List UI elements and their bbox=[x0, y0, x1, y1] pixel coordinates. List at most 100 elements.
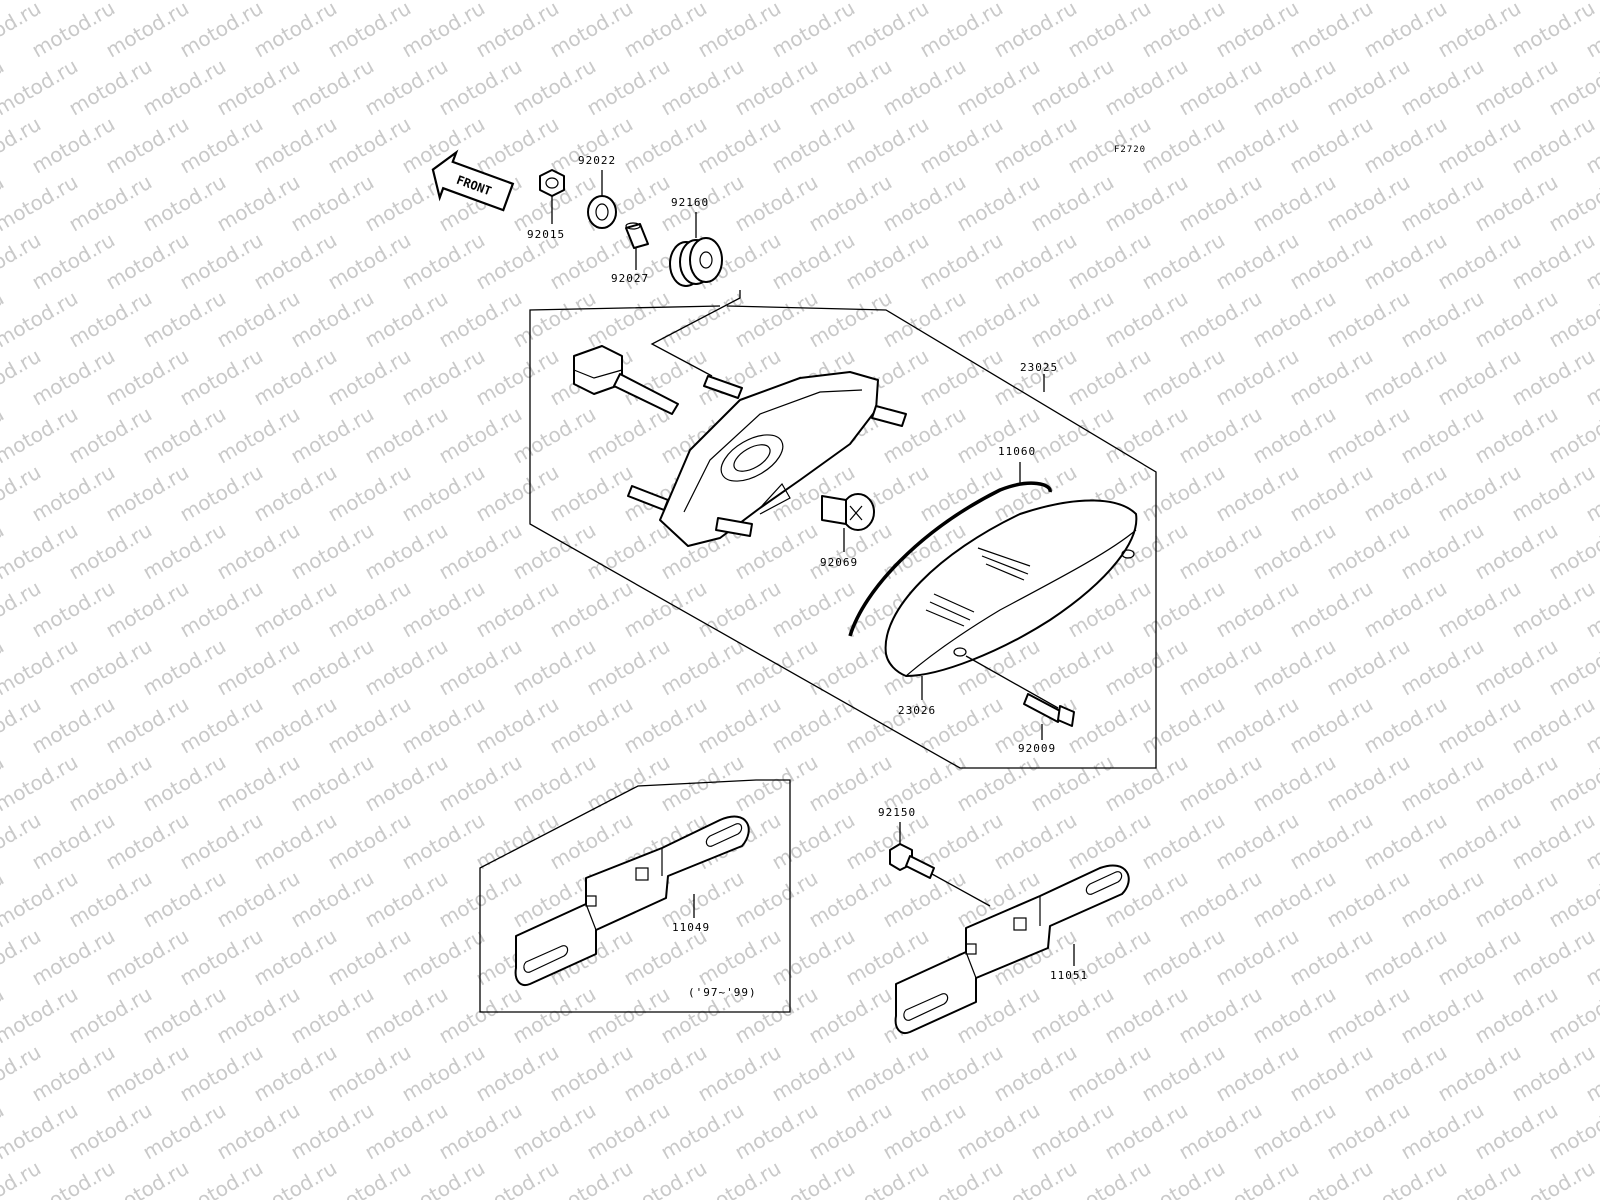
watermark-text: motod.ru bbox=[805, 634, 896, 701]
watermark-text: motod.ru bbox=[620, 0, 711, 62]
watermark-text: motod.ru bbox=[1323, 634, 1414, 701]
watermark-text: motod.ru bbox=[1064, 692, 1155, 759]
watermark-text: motod.ru bbox=[768, 692, 859, 759]
watermark-text: motod.ru bbox=[250, 228, 341, 295]
watermark-text: motod.ru bbox=[694, 112, 785, 179]
watermark-text: motod.ru bbox=[65, 1098, 156, 1165]
watermark-text: motod.ru bbox=[324, 460, 415, 527]
watermark-text: motod.ru bbox=[1212, 228, 1303, 295]
watermark-text: motod.ru bbox=[1360, 692, 1451, 759]
watermark-text: motod.ru bbox=[176, 1040, 267, 1107]
watermark-text: motod.ru bbox=[1027, 634, 1118, 701]
part-number-gasket: 11060 bbox=[998, 445, 1036, 458]
watermark-text: motod.ru bbox=[768, 924, 859, 991]
watermark-text: motod.ru bbox=[1508, 1040, 1599, 1107]
watermark-text: motod.ru bbox=[435, 54, 526, 121]
watermark-text: motod.ru bbox=[1471, 982, 1562, 1049]
watermark-text: motod.ru bbox=[398, 692, 489, 759]
watermark-text: motod.ru bbox=[842, 0, 933, 62]
watermark-text: motod.ru bbox=[805, 1098, 896, 1165]
watermark-text: motod.ru bbox=[768, 112, 859, 179]
watermark-text: motod.ru bbox=[1138, 344, 1229, 411]
watermark-text: motod.ru bbox=[1286, 228, 1377, 295]
watermark-text: motod.ru bbox=[1286, 1040, 1377, 1107]
watermark-text: motod.ru bbox=[398, 228, 489, 295]
watermark-text: motod.ru bbox=[509, 982, 600, 1049]
watermark-text: motod.ru bbox=[1138, 1040, 1229, 1107]
watermark-text: motod.ru bbox=[583, 982, 674, 1049]
watermark-text: motod.ru bbox=[657, 286, 748, 353]
watermark-text: motod.ru bbox=[472, 0, 563, 62]
watermark-text: motod.ru bbox=[213, 982, 304, 1049]
watermark-text: motod.ru bbox=[102, 0, 193, 62]
watermark-text: motod.ru bbox=[28, 0, 119, 62]
watermark-text: motod.ru bbox=[1212, 576, 1303, 643]
watermark-text: motod.ru bbox=[1434, 0, 1525, 62]
watermark-text: motod.ru bbox=[398, 1040, 489, 1107]
watermark-text: motod.ru bbox=[398, 924, 489, 991]
watermark-text: motod.ru bbox=[102, 576, 193, 643]
watermark-text: motod.ru bbox=[287, 1098, 378, 1165]
watermark-text: motod.ru bbox=[805, 866, 896, 933]
watermark-text: motod.ru bbox=[472, 576, 563, 643]
watermark-text: motod.ru bbox=[916, 1040, 1007, 1107]
watermark-text: motod.ru bbox=[916, 692, 1007, 759]
watermark-text: motod.ru bbox=[1138, 808, 1229, 875]
part-number-bolt: 92150 bbox=[878, 806, 916, 819]
watermark-text: motod.ru bbox=[324, 808, 415, 875]
watermark-text: motod.ru bbox=[176, 0, 267, 62]
watermark-text: motod.ru bbox=[28, 924, 119, 991]
watermark-text: motod.ru bbox=[1064, 1040, 1155, 1107]
watermark-text: motod.ru bbox=[1101, 750, 1192, 817]
year-note: ('97~'99) bbox=[688, 986, 757, 999]
watermark-text: motod.ru bbox=[250, 808, 341, 875]
watermark-text: motod.ru bbox=[139, 1098, 230, 1165]
watermark-text: motod.ru bbox=[1508, 0, 1599, 62]
watermark-text: motod.ru bbox=[1101, 54, 1192, 121]
watermark-text: motod.ru bbox=[731, 170, 822, 237]
watermark-text: motod.ru bbox=[1249, 982, 1340, 1049]
watermark-text: motod.ru bbox=[990, 0, 1081, 62]
watermark-text: motod.ru bbox=[1471, 286, 1562, 353]
watermark-text: motod.ru bbox=[953, 1098, 1044, 1165]
watermark-text: motod.ru bbox=[1471, 54, 1562, 121]
watermark-text: motod.ru bbox=[1360, 228, 1451, 295]
watermark-text: motod.ru bbox=[213, 518, 304, 585]
watermark-text: motod.ru bbox=[250, 924, 341, 991]
watermark-text: motod.ru bbox=[361, 982, 452, 1049]
watermark-text: motod.ru bbox=[65, 982, 156, 1049]
watermark-text: motod.ru bbox=[1027, 286, 1118, 353]
watermark-text: motod.ru bbox=[990, 228, 1081, 295]
watermark-text: motod.ru bbox=[0, 0, 82, 4]
watermark-text: motod.ru bbox=[953, 54, 1044, 121]
watermark-text: motod.ru bbox=[472, 692, 563, 759]
watermark-text: motod.ru bbox=[1397, 402, 1488, 469]
watermark-text: motod.ru bbox=[509, 750, 600, 817]
watermark-text: motod.ru bbox=[1397, 170, 1488, 237]
watermark-text: motod.ru bbox=[176, 924, 267, 991]
watermark-text: motod.ru bbox=[583, 634, 674, 701]
watermark-text: motod.ru bbox=[435, 518, 526, 585]
watermark-text: motod.ru bbox=[509, 518, 600, 585]
watermark-text: motod.ru bbox=[1471, 634, 1562, 701]
part-number-screw: 92009 bbox=[1018, 742, 1056, 755]
watermark-text: motod.ru bbox=[805, 286, 896, 353]
watermark-text: motod.ru bbox=[176, 808, 267, 875]
watermark-text: motod.ru bbox=[1323, 750, 1414, 817]
watermark-text: motod.ru bbox=[139, 982, 230, 1049]
watermark-text: motod.ru bbox=[1249, 750, 1340, 817]
watermark-text: motod.ru bbox=[1249, 54, 1340, 121]
watermark-text: motod.ru bbox=[953, 170, 1044, 237]
watermark-text: motod.ru bbox=[1212, 924, 1303, 991]
watermark-text: motod.ru bbox=[1101, 982, 1192, 1049]
watermark-text: motod.ru bbox=[65, 634, 156, 701]
part-number-washer: 92022 bbox=[578, 154, 616, 167]
watermark-text: motod.ru bbox=[102, 228, 193, 295]
watermark-text: motod.ru bbox=[657, 54, 748, 121]
watermark-text: motod.ru bbox=[583, 518, 674, 585]
watermark-text: motod.ru bbox=[1323, 402, 1414, 469]
watermark-text: motod.ru bbox=[731, 634, 822, 701]
bulb-part bbox=[821, 493, 875, 531]
part-number-bracket: 11051 bbox=[1050, 969, 1088, 982]
